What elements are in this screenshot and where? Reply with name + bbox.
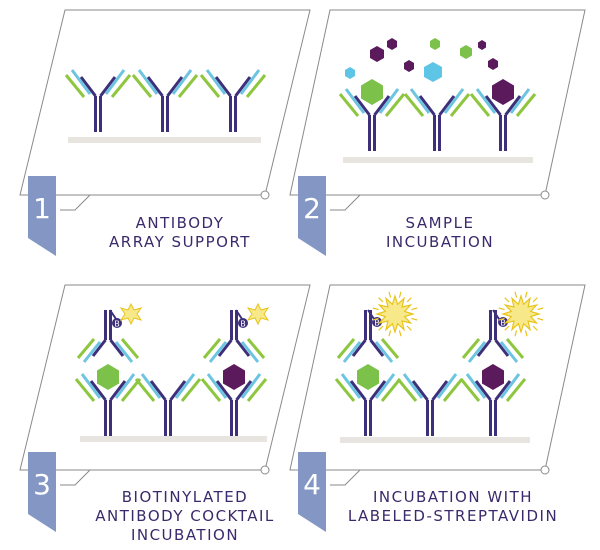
step-2-tab: 2 bbox=[298, 176, 326, 256]
protein-green bbox=[460, 45, 472, 59]
protein-purple bbox=[492, 79, 514, 105]
biotin-tag: B bbox=[109, 309, 122, 329]
caption-line: LABELED-STREPTAVIDIN bbox=[347, 507, 559, 525]
protein-green bbox=[430, 38, 440, 50]
fluorescent-star-icon bbox=[372, 291, 418, 337]
caption-line: ANTIBODY bbox=[135, 214, 225, 232]
small-star-icon bbox=[246, 302, 270, 326]
star-ray bbox=[514, 291, 518, 298]
star-ray bbox=[532, 297, 538, 303]
star-ray bbox=[514, 330, 518, 337]
biotin-label: B bbox=[374, 319, 380, 328]
protein-purple bbox=[370, 46, 384, 62]
star-ray bbox=[411, 307, 418, 311]
capture-antibody bbox=[403, 87, 471, 153]
protein-purple bbox=[488, 58, 498, 70]
star-ray bbox=[406, 325, 412, 331]
biotin-label: B bbox=[500, 319, 506, 328]
capture-antibody bbox=[64, 68, 132, 134]
capture-antibody bbox=[199, 68, 267, 134]
step-3-number: 3 bbox=[33, 468, 51, 501]
caption-line: SAMPLE bbox=[405, 214, 475, 232]
caption-line: ARRAY SUPPORT bbox=[109, 233, 251, 251]
star-ray bbox=[537, 307, 544, 311]
protein-purple bbox=[404, 60, 414, 72]
star-ray bbox=[372, 317, 379, 321]
star-ray bbox=[398, 291, 402, 298]
step-3-caption: BIOTINYLATED ANTIBODY COCKTAIL INCUBATIO… bbox=[85, 488, 285, 545]
star-burst-shape bbox=[374, 293, 416, 335]
star-ray bbox=[504, 297, 510, 303]
protein-purple bbox=[478, 40, 486, 50]
capture-antibody bbox=[131, 68, 199, 134]
star-ray bbox=[532, 325, 538, 331]
array-support-2 bbox=[343, 157, 533, 163]
sample-proteins bbox=[345, 38, 514, 105]
step-2-caption: SAMPLE INCUBATION bbox=[355, 214, 525, 252]
star-burst-shape bbox=[500, 293, 542, 335]
biotin-tag: B bbox=[235, 309, 248, 329]
array-support-4 bbox=[340, 437, 530, 443]
array-support-1 bbox=[68, 137, 261, 143]
star-ray bbox=[504, 325, 510, 331]
panel-1-frame bbox=[19, 9, 311, 211]
star-ray bbox=[406, 297, 412, 303]
step-2-number: 2 bbox=[303, 192, 321, 225]
star-ray bbox=[524, 330, 528, 337]
star-ray bbox=[524, 291, 528, 298]
caption-line: ANTIBODY COCKTAIL bbox=[95, 507, 275, 525]
step-4-caption: INCUBATION WITH LABELED-STREPTAVIDIN bbox=[338, 488, 568, 526]
star-ray bbox=[537, 317, 544, 321]
star-ray bbox=[388, 291, 392, 298]
caption-line: INCUBATION bbox=[130, 526, 240, 544]
caption-line: BIOTINYLATED bbox=[121, 488, 249, 506]
star-ray bbox=[398, 330, 402, 337]
biotin-label: B bbox=[240, 320, 246, 329]
step-4-number: 4 bbox=[303, 468, 321, 501]
protein-green bbox=[357, 364, 379, 390]
star-ray bbox=[372, 307, 379, 311]
star-ray bbox=[498, 317, 505, 321]
protein-blue bbox=[424, 62, 442, 82]
protein-green bbox=[97, 364, 119, 390]
caption-line: INCUBATION WITH bbox=[372, 488, 534, 506]
panel-3-frame bbox=[19, 284, 311, 486]
protein-green bbox=[361, 79, 383, 105]
capture-antibody bbox=[134, 372, 202, 438]
protein-purple bbox=[387, 38, 397, 50]
biotin-label: B bbox=[114, 320, 120, 329]
small-star-icon bbox=[119, 302, 143, 326]
star-ray bbox=[498, 307, 505, 311]
step-1-tab: 1 bbox=[28, 176, 56, 256]
star-ray bbox=[411, 317, 418, 321]
star-ray bbox=[378, 325, 384, 331]
step-4-tab: 4 bbox=[298, 452, 326, 532]
capture-antibody bbox=[396, 372, 464, 438]
fluorescent-star-icon bbox=[498, 291, 544, 337]
protein-purple bbox=[482, 364, 504, 390]
step-3-tab: 3 bbox=[28, 452, 56, 532]
caption-line: INCUBATION bbox=[385, 233, 495, 251]
protein-blue bbox=[345, 67, 355, 79]
star-ray bbox=[388, 330, 392, 337]
array-support-3 bbox=[80, 436, 267, 442]
step-1-number: 1 bbox=[33, 192, 51, 225]
panel-2-frame bbox=[289, 9, 586, 211]
step-1-caption: ANTIBODY ARRAY SUPPORT bbox=[95, 214, 265, 252]
panel-4-frame bbox=[289, 284, 586, 486]
star-ray bbox=[378, 297, 384, 303]
protein-purple bbox=[223, 364, 245, 390]
